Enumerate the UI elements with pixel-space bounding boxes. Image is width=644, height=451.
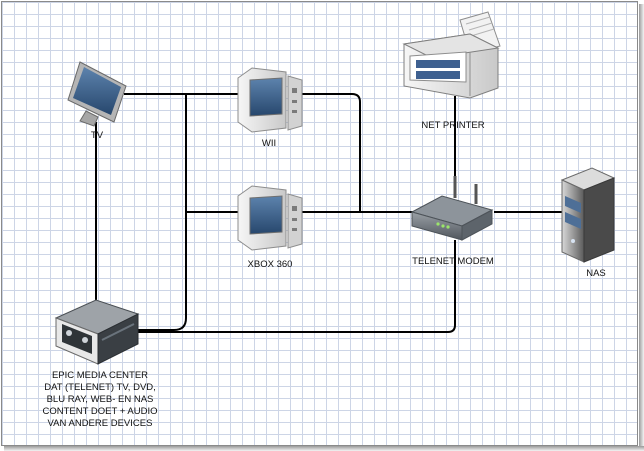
printer-node[interactable]: NET PRINTER (402, 11, 501, 131)
wii-icon (237, 67, 303, 133)
nas-label: NAS (586, 268, 606, 279)
tv-icon (67, 61, 127, 127)
connector-backbone (138, 94, 187, 331)
media-center-label-line-5: VAN ANDERE DEVICES (48, 418, 153, 429)
media-center-label-line-1: EPIC MEDIA CENTER (52, 370, 148, 381)
xbox-label: XBOX 360 (248, 259, 293, 270)
media-center-icon (54, 299, 140, 365)
xbox-node[interactable]: XBOX 360 (237, 185, 303, 270)
modem-node[interactable]: TELENET MODEM (410, 176, 494, 267)
media-center-node[interactable]: EPIC MEDIA CENTER DAT (TELENET) TV, DVD,… (43, 299, 158, 429)
frame-shadow-bottom (4, 446, 644, 451)
nas-node[interactable]: NAS (560, 167, 616, 279)
wii-node[interactable]: WII (237, 67, 303, 149)
connectors (95, 93, 562, 333)
printer-icon (402, 11, 501, 99)
tv-label: TV (91, 130, 104, 141)
media-center-label-line-3: BLU RAY, WEB- EN NAS (47, 394, 154, 405)
modem-icon (410, 176, 494, 241)
connector-wii-modem (302, 93, 414, 213)
frame-shadow-right (639, 4, 644, 450)
printer-label: NET PRINTER (421, 120, 484, 131)
modem-label: TELENET MODEM (412, 256, 494, 267)
diagram-canvas (1, 1, 638, 446)
wii-label: WII (262, 138, 276, 149)
tv-node[interactable]: TV (67, 61, 127, 141)
nas-server-icon (560, 167, 616, 263)
media-center-label-line-4: CONTENT DOET + AUDIO (43, 406, 158, 417)
media-center-label-line-2: DAT (TELENET) TV, DVD, (44, 382, 156, 393)
xbox-icon (237, 185, 303, 251)
connector-media-center-modem (138, 240, 456, 333)
